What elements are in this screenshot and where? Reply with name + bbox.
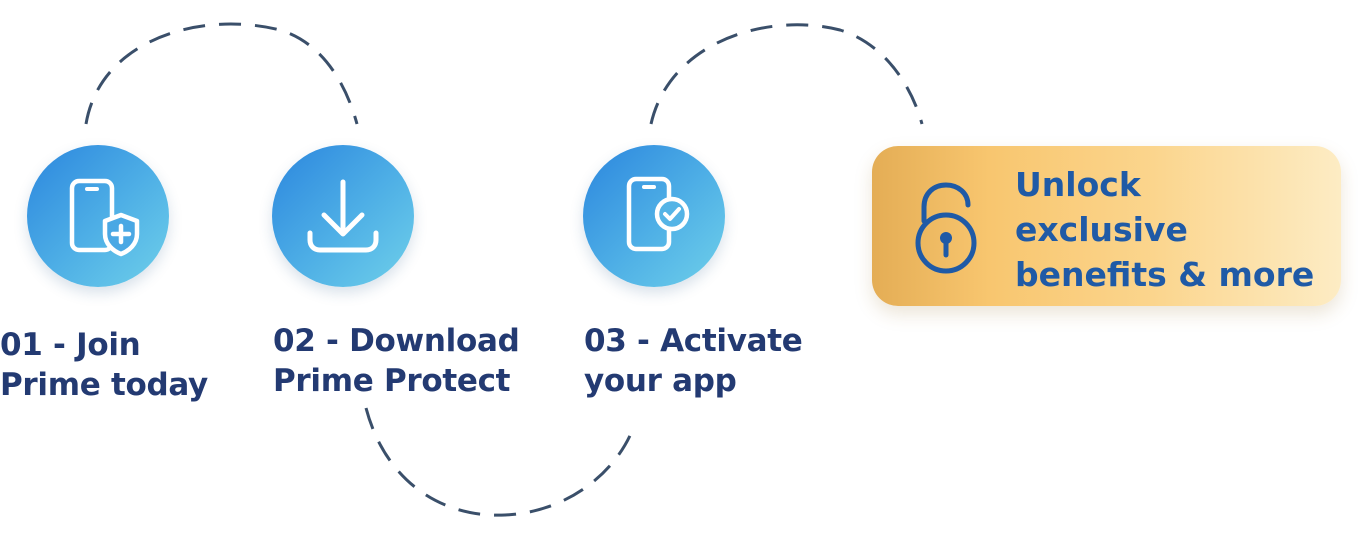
cta-line-3: benefits & more bbox=[1015, 255, 1315, 294]
download-icon bbox=[307, 179, 379, 253]
connector-arc-3 bbox=[649, 23, 924, 125]
cta-line-1: Unlock bbox=[1015, 165, 1141, 204]
step-3-label: 03 - Activate your app bbox=[584, 321, 803, 401]
step-1-title: 01 - Join bbox=[0, 327, 141, 363]
step-2-title: 02 - Download bbox=[273, 323, 520, 359]
unlock-padlock-icon bbox=[915, 182, 977, 274]
cta-text: Unlock exclusive benefits & more bbox=[1015, 162, 1314, 297]
step-2-label: 02 - Download Prime Protect bbox=[273, 321, 520, 401]
step-3-icon-circle bbox=[583, 145, 725, 287]
step-3-title: 03 - Activate bbox=[584, 323, 803, 359]
step-1-subtitle: Prime today bbox=[0, 367, 208, 403]
connector-arc-2 bbox=[364, 407, 636, 517]
connector-arc-1 bbox=[84, 22, 359, 125]
step-3-subtitle: your app bbox=[584, 363, 737, 399]
phone-check-icon bbox=[626, 176, 690, 252]
step-1-label: 01 - Join Prime today bbox=[0, 325, 208, 405]
phone-shield-plus-icon bbox=[69, 178, 140, 257]
unlock-benefits-card: Unlock exclusive benefits & more bbox=[872, 146, 1341, 306]
step-2-subtitle: Prime Protect bbox=[273, 363, 511, 399]
step-1-icon-circle bbox=[27, 145, 169, 287]
cta-line-2: exclusive bbox=[1015, 210, 1188, 249]
step-2-icon-circle bbox=[272, 145, 414, 287]
